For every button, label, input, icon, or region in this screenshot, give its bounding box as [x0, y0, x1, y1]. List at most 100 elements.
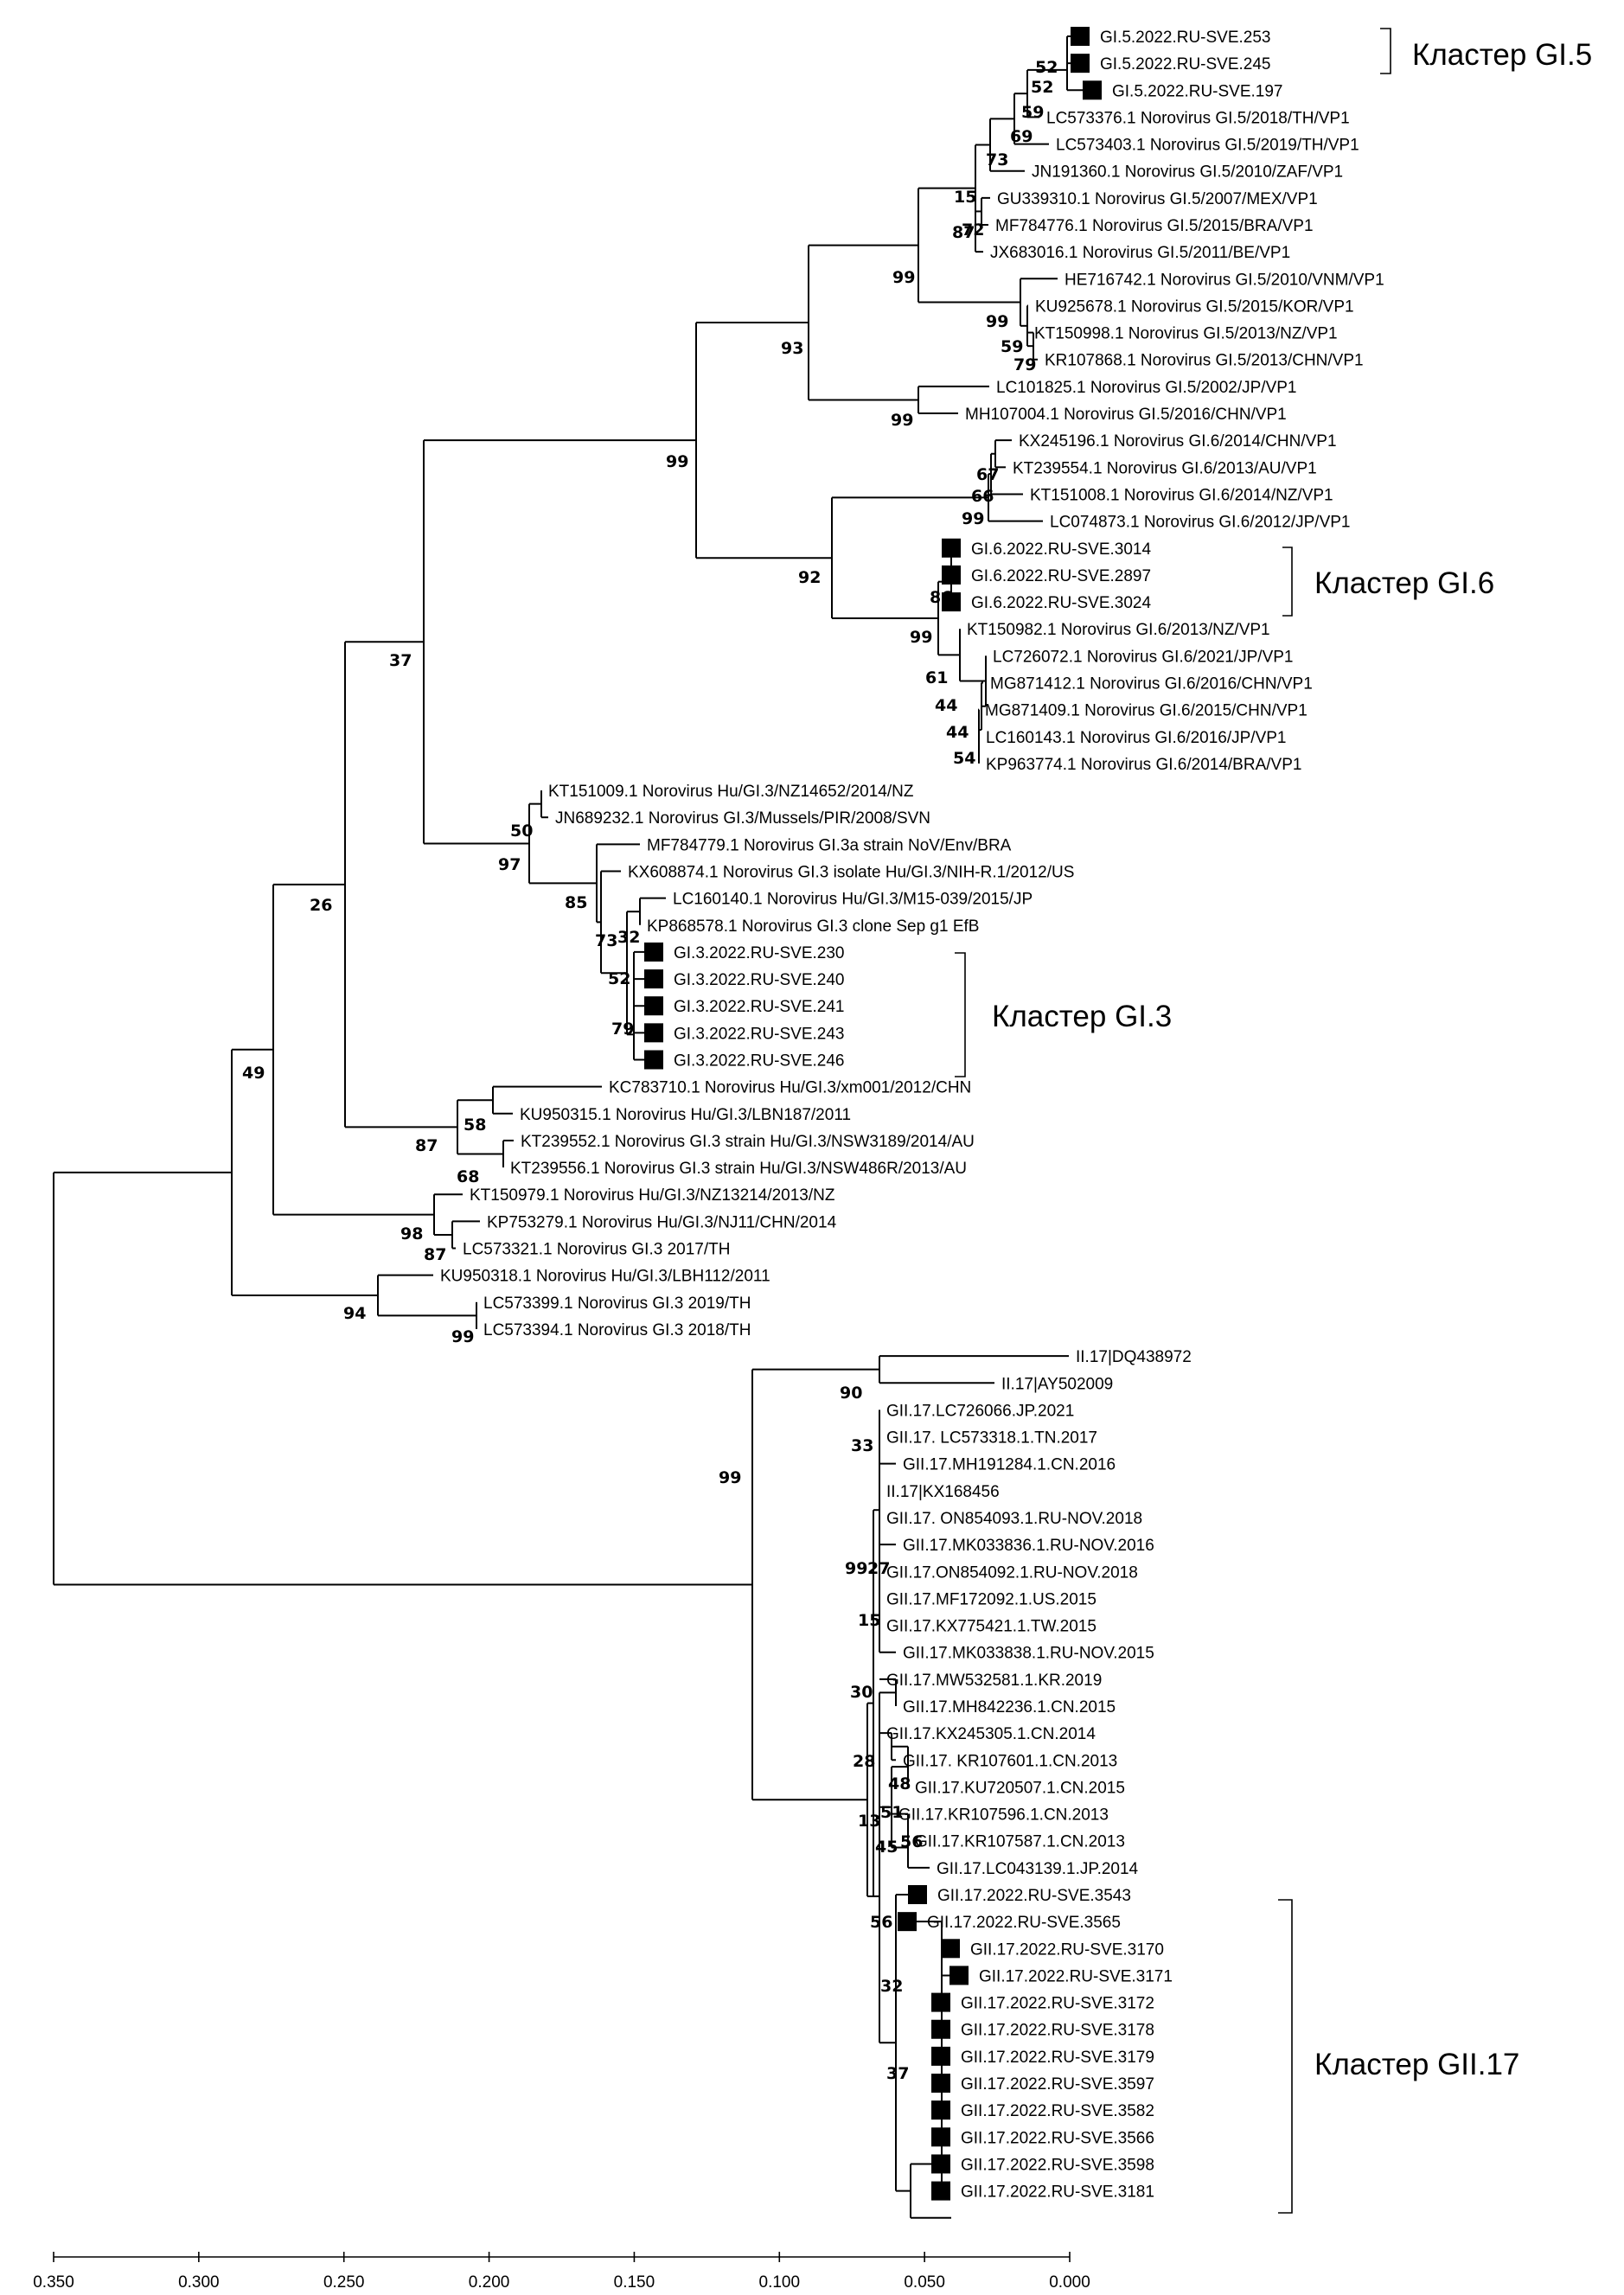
axis-tick-label: 0.050: [904, 2273, 945, 2292]
leaf-label: GII.17.KR107587.1.CN.2013: [915, 1833, 1125, 1851]
leaf-label: GII.17.MK033836.1.RU-NOV.2016: [903, 1537, 1154, 1555]
cluster-gi6-label: Кластер GI.6: [1314, 566, 1494, 600]
sample-marker-square: [1083, 80, 1102, 100]
leaf-label: GII.17.2022.RU-SVE.3178: [961, 2022, 1154, 2040]
leaf-label: KU950318.1 Norovirus Hu/GI.3/LBH112/2011: [440, 1268, 770, 1286]
leaf-label: GI.6.2022.RU-SVE.3024: [971, 594, 1151, 612]
bootstrap-value: 99: [666, 452, 688, 471]
axis-tick-label: 0.150: [614, 2273, 655, 2292]
leaf-label: GII.17.MF172092.1.US.2015: [886, 1590, 1097, 1608]
leaf-label: LC573376.1 Norovirus GI.5/2018/TH/VP1: [1046, 109, 1350, 127]
bootstrap-value: 48: [888, 1774, 911, 1793]
leaf-label: JN689232.1 Norovirus GI.3/Mussels/PIR/20…: [555, 809, 930, 828]
bootstrap-value: 66: [971, 487, 994, 506]
bootstrap-value: 37: [886, 2064, 909, 2083]
leaf-label: GU339310.1 Norovirus GI.5/2007/MEX/VP1: [997, 190, 1318, 208]
leaf-label: GI.3.2022.RU-SVE.230: [674, 944, 845, 962]
leaf-label: GII.17. KR107601.1.CN.2013: [903, 1752, 1117, 1770]
bootstrap-value: 97: [498, 855, 521, 874]
leaf-label: LC573321.1 Norovirus GI.3 2017/TH: [463, 1241, 730, 1259]
leaf-label: LC101825.1 Norovirus GI.5/2002/JP/VP1: [996, 379, 1296, 397]
leaf-label: GII.17.MH191284.1.CN.2016: [903, 1456, 1116, 1474]
bootstrap-value: 93: [781, 339, 803, 358]
bootstrap-value: 98: [400, 1224, 423, 1243]
leaf-label: GII.17.KR107596.1.CN.2013: [898, 1806, 1109, 1825]
bootstrap-value: 72: [962, 221, 984, 240]
leaf-label: LC726072.1 Norovirus GI.6/2021/JP/VP1: [993, 648, 1293, 666]
bootstrap-values: 5252596973157287999959799993996766998699…: [242, 58, 1058, 2083]
leaf-label: GII.17.KX775421.1.TW.2015: [886, 1618, 1097, 1636]
leaf-label: GI.6.2022.RU-SVE.3014: [971, 540, 1151, 559]
sample-marker-square: [644, 969, 663, 989]
leaf-label: GII.17.KX245305.1.CN.2014: [886, 1725, 1096, 1743]
bootstrap-value: 15: [954, 188, 976, 207]
leaf-label: GI.5.2022.RU-SVE.197: [1112, 82, 1283, 100]
tree-branches: [53, 35, 1093, 2219]
bootstrap-value: 54: [953, 749, 975, 768]
sample-marker-square: [898, 1912, 917, 1932]
cluster-gi5-label: Кластер GI.5: [1412, 38, 1592, 72]
sample-marker-square: [644, 996, 663, 1016]
sample-marker-square: [949, 1966, 969, 1985]
leaf-label: GII.17.MK033838.1.RU-NOV.2015: [903, 1645, 1154, 1663]
bootstrap-value: 30: [850, 1683, 873, 1702]
leaf-label: KX245196.1 Norovirus GI.6/2014/CHN/VP1: [1019, 432, 1337, 451]
bootstrap-value: 37: [389, 651, 412, 670]
leaf-label: GII.17.2022.RU-SVE.3170: [970, 1940, 1164, 1959]
leaf-label: II.17|KX168456: [886, 1483, 1000, 1501]
leaf-label: KT239552.1 Norovirus GI.3 strain Hu/GI.3…: [521, 1133, 975, 1151]
leaf-label: MF784776.1 Norovirus GI.5/2015/BRA/VP1: [995, 217, 1314, 235]
sample-marker-square: [1071, 54, 1090, 74]
sample-marker-square: [644, 1023, 663, 1043]
bootstrap-value: 52: [1035, 58, 1058, 77]
leaf-label: GI.3.2022.RU-SVE.246: [674, 1052, 845, 1071]
leaf-label: GII.17. LC573318.1.TN.2017: [886, 1429, 1097, 1448]
leaf-label: LC573399.1 Norovirus GI.3 2019/TH: [483, 1295, 751, 1313]
bootstrap-value: 52: [608, 969, 630, 988]
leaf-label: KU925678.1 Norovirus GI.5/2015/KOR/VP1: [1035, 297, 1354, 316]
bootstrap-value: 33: [851, 1436, 873, 1455]
leaf-label: GII.17.2022.RU-SVE.3566: [961, 2129, 1154, 2147]
bootstrap-value: 44: [946, 723, 969, 742]
sample-marker-square: [931, 2154, 950, 2174]
leaf-labels: GI.5.2022.RU-SVE.253GI.5.2022.RU-SVE.245…: [440, 29, 1384, 2202]
leaf-label: MG871409.1 Norovirus GI.6/2015/CHN/VP1: [985, 702, 1308, 720]
leaf-label: LC074873.1 Norovirus GI.6/2012/JP/VP1: [1050, 514, 1350, 532]
bootstrap-value: 79: [1013, 355, 1036, 374]
bootstrap-value: 87: [424, 1245, 446, 1264]
sample-marker-square: [931, 2100, 950, 2120]
bootstrap-value: 99: [845, 1559, 867, 1578]
axis-tick-label: 0.300: [178, 2273, 220, 2292]
leaf-label: KT239556.1 Norovirus GI.3 strain Hu/GI.3…: [510, 1160, 967, 1178]
sample-marker-square: [931, 2127, 950, 2147]
leaf-label: HE716742.1 Norovirus GI.5/2010/VNM/VP1: [1065, 271, 1384, 289]
leaf-label: KT151009.1 Norovirus Hu/GI.3/NZ14652/201…: [548, 783, 914, 801]
leaf-label: LC573394.1 Norovirus GI.3 2018/TH: [483, 1321, 751, 1339]
bootstrap-value: 99: [719, 1468, 741, 1487]
bootstrap-value: 26: [310, 896, 332, 915]
bootstrap-value: 68: [457, 1167, 479, 1186]
bootstrap-value: 58: [464, 1116, 486, 1135]
leaf-label: LC160143.1 Norovirus GI.6/2016/JP/VP1: [986, 729, 1286, 747]
sample-markers: [644, 27, 1102, 2201]
leaf-label: LC573403.1 Norovirus GI.5/2019/TH/VP1: [1056, 137, 1359, 155]
bootstrap-value: 27: [867, 1559, 890, 1578]
bootstrap-value: 99: [986, 312, 1008, 331]
leaf-label: KX608874.1 Norovirus GI.3 isolate Hu/GI.…: [628, 863, 1074, 881]
leaf-label: II.17|AY502009: [1001, 1375, 1113, 1393]
sample-marker-square: [931, 2074, 950, 2094]
sample-marker-square: [942, 538, 961, 558]
bootstrap-value: 51: [880, 1803, 903, 1822]
bootstrap-value: 99: [910, 628, 932, 647]
leaf-label: KT150998.1 Norovirus GI.5/2013/NZ/VP1: [1034, 325, 1338, 343]
bootstrap-value: 87: [415, 1136, 438, 1155]
bootstrap-value: 85: [565, 893, 587, 912]
bootstrap-value: 87: [952, 223, 975, 242]
leaf-label: JN191360.1 Norovirus GI.5/2010/ZAF/VP1: [1032, 163, 1343, 182]
leaf-label: II.17|DQ438972: [1076, 1348, 1192, 1366]
bootstrap-value: 69: [1010, 127, 1033, 146]
bootstrap-value: 61: [925, 668, 948, 687]
leaf-label: KU950315.1 Norovirus Hu/GI.3/LBN187/2011: [520, 1106, 851, 1124]
bootstrap-value: 13: [858, 1812, 880, 1831]
leaf-label: KT150982.1 Norovirus GI.6/2013/NZ/VP1: [967, 621, 1270, 639]
